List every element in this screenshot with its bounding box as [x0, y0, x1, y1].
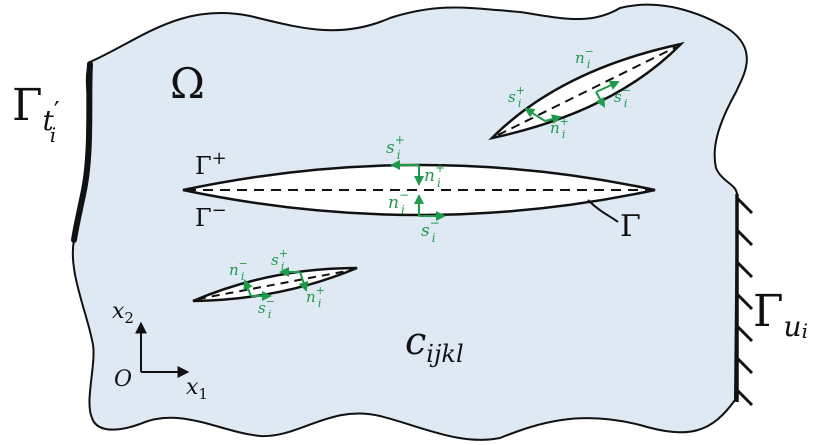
origin-label: O	[114, 367, 132, 392]
traction-boundary	[71, 61, 93, 243]
traction-boundary-label: Γt′i	[12, 80, 60, 147]
upper-right-crack	[488, 41, 685, 141]
upper-crack-s-minus-label: s−i	[614, 84, 631, 110]
upper-crack-n-plus-label: n+i	[550, 115, 569, 141]
upper-crack-s-plus-label: s+i	[508, 84, 525, 110]
displacement-boundary	[735, 194, 754, 407]
main-crack-n-plus-label: n+i	[424, 161, 445, 190]
displacement-boundary-label: Γui	[753, 286, 808, 343]
upper-crack-n-minus-label: n−i	[575, 45, 594, 71]
main-crack-s-minus-label: s−i	[421, 216, 440, 245]
main-crack	[182, 163, 656, 217]
main-crack-n-minus-label: n−i	[388, 188, 409, 217]
upper-face-label: Γ+	[195, 148, 227, 180]
body-region	[71, 3, 748, 441]
crack-leader-line	[587, 199, 619, 223]
lower-crack-s-minus-label: s−i	[258, 295, 275, 321]
main-crack-vectors	[390, 160, 446, 221]
lower-crack-n-plus-label: n+i	[306, 284, 325, 310]
coordinate-axes	[135, 321, 190, 378]
lower-crack-n-minus-label: n−i	[229, 257, 248, 283]
lower-crack-s-plus-label: s+i	[271, 247, 288, 273]
x1-axis-label: x1	[186, 375, 208, 403]
upper-right-crack-vectors	[524, 80, 620, 124]
stiffness-tensor-label: cijkl	[405, 319, 464, 368]
lower-left-crack-vectors	[243, 267, 309, 301]
main-crack-s-plus-label: s+i	[386, 133, 405, 162]
crack-gamma-label: Γ	[620, 209, 641, 244]
region-omega-label: Ω	[170, 59, 205, 108]
lower-left-crack	[192, 266, 358, 303]
x2-axis-label: x2	[112, 299, 134, 327]
lower-face-label: Γ−	[195, 200, 227, 232]
